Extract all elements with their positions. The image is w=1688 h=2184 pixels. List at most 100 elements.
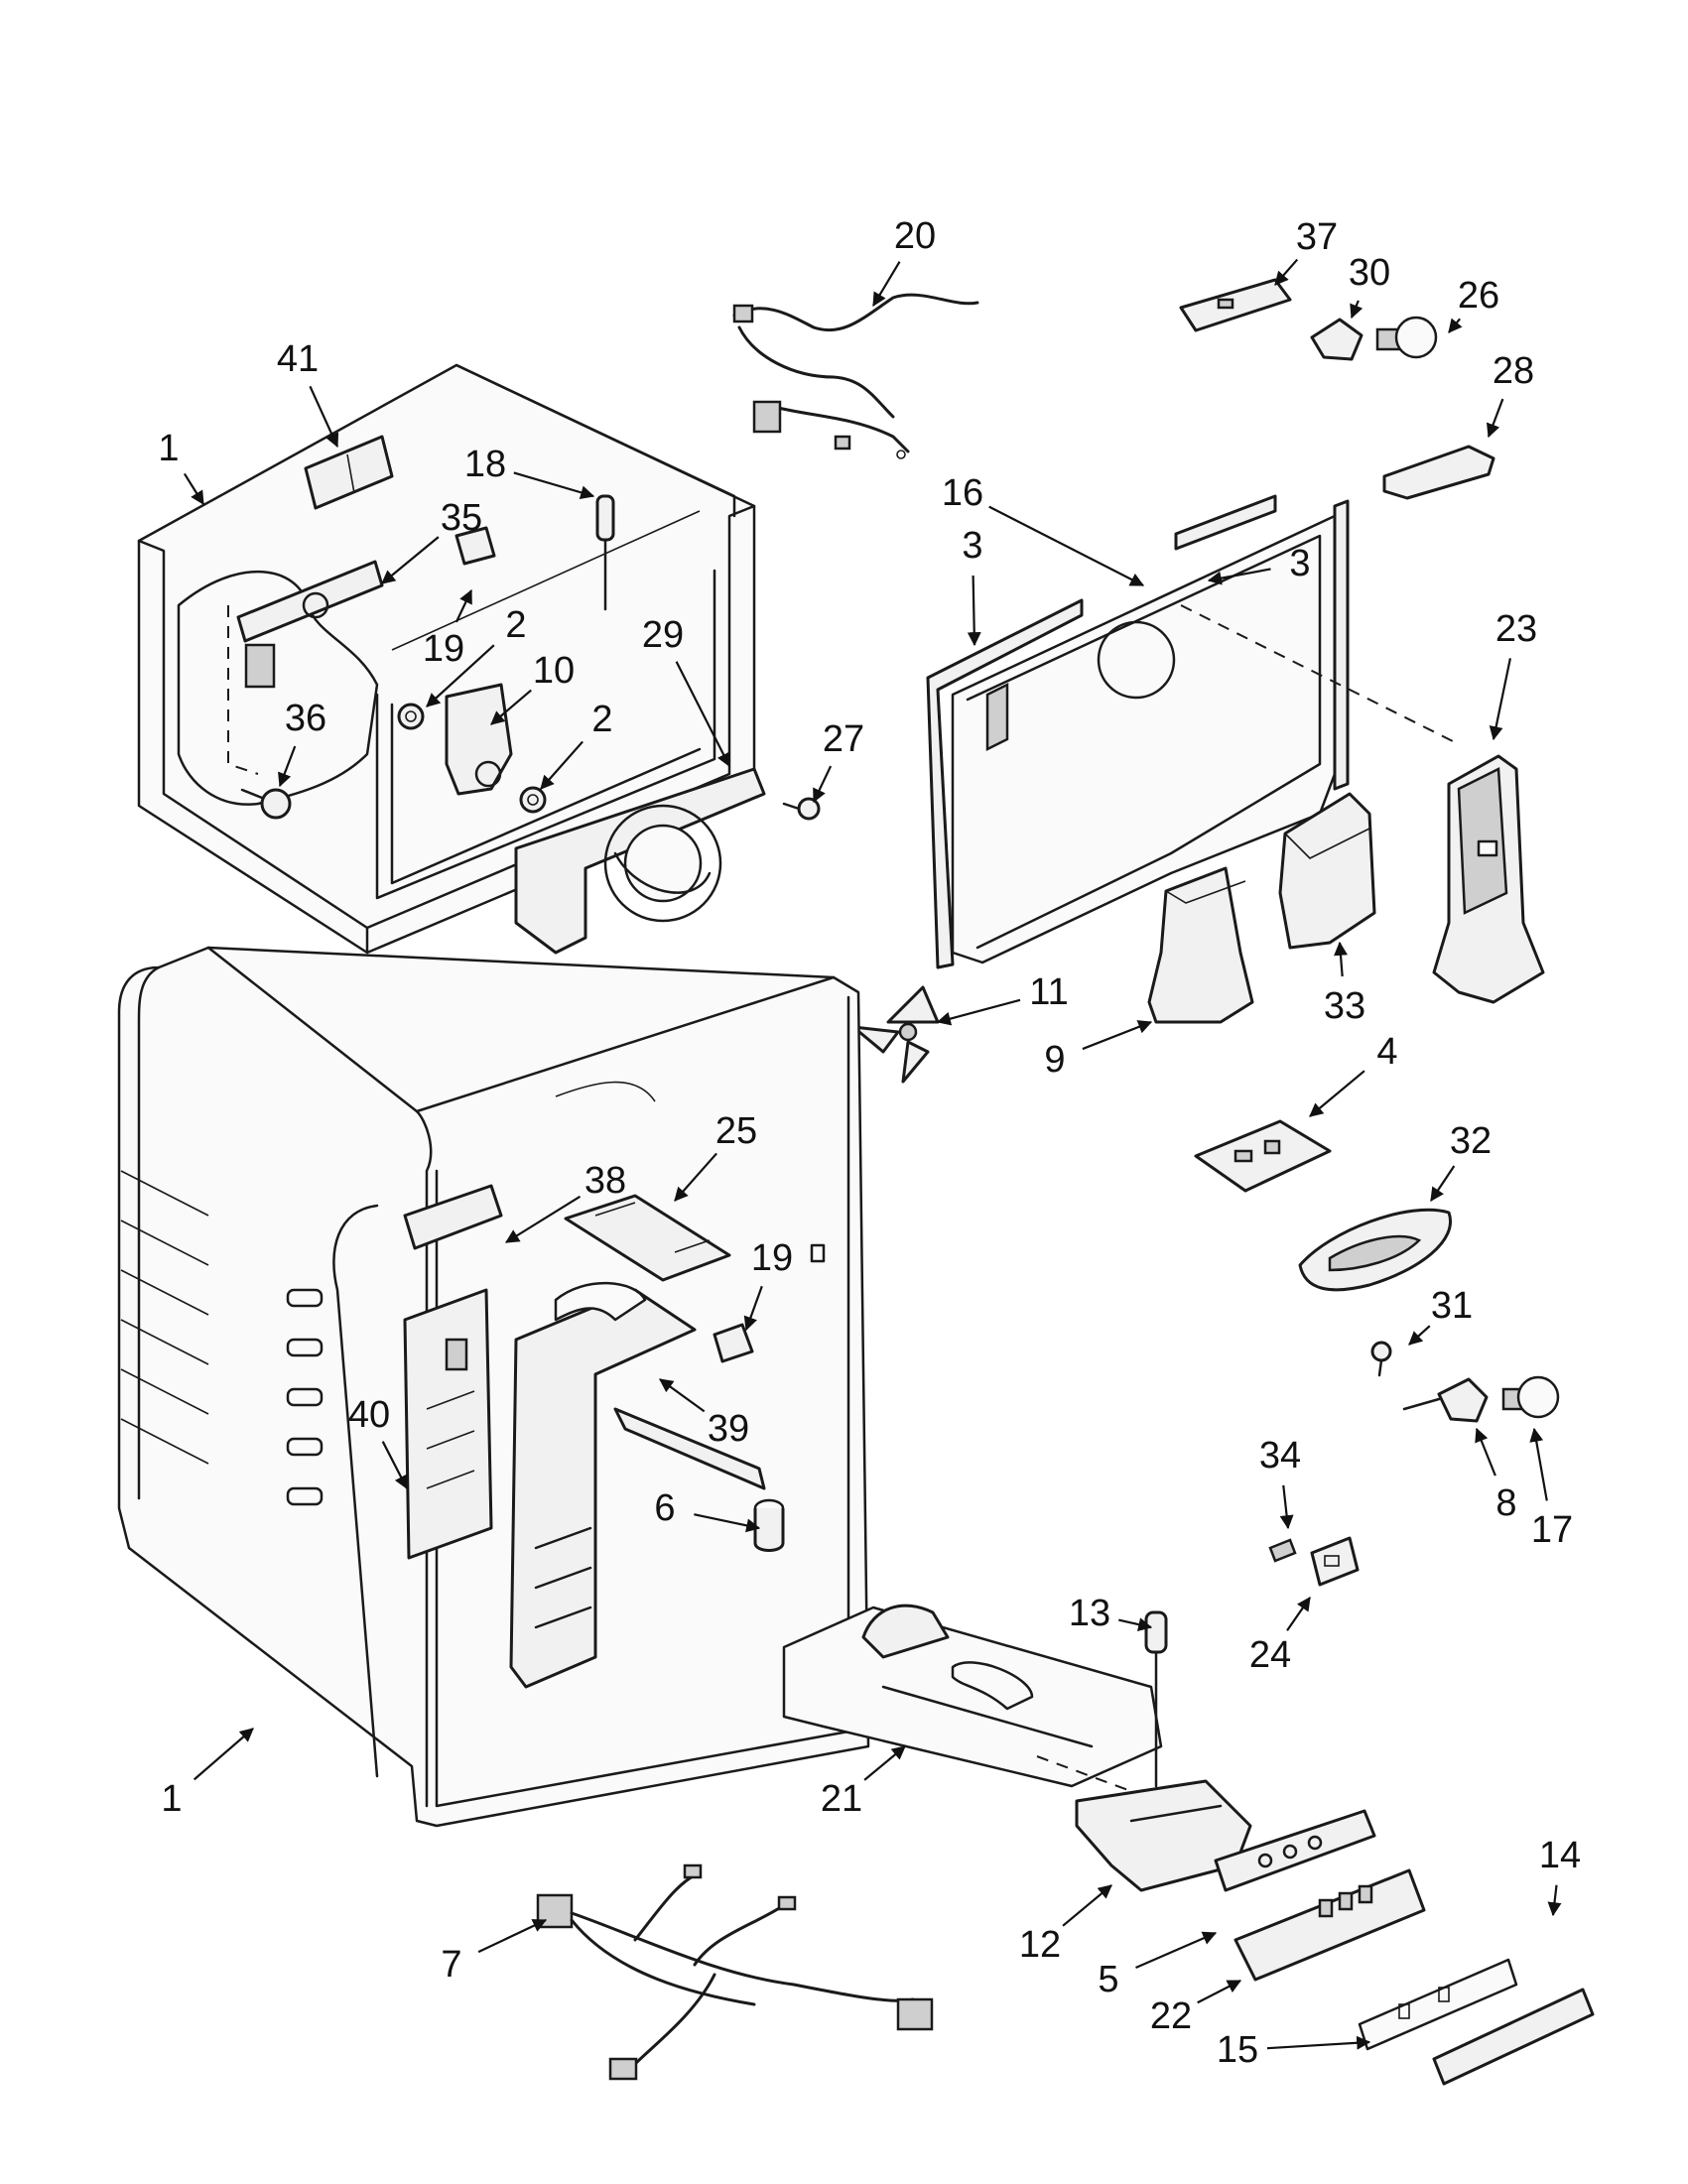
- part-number-c34: 34: [1259, 1435, 1301, 1477]
- part-number-c27: 27: [823, 718, 864, 760]
- part-number-c2a: 2: [505, 604, 526, 646]
- part-number-c7: 7: [441, 1944, 461, 1986]
- filter-part-6: [753, 1498, 785, 1552]
- label-part-24: [1310, 1536, 1360, 1587]
- gasket-part-3-left: [926, 598, 1084, 969]
- assembly-guide-shelf: [1036, 1755, 1172, 1807]
- control-housing-part-12: [1075, 1779, 1252, 1892]
- part-number-c33: 33: [1324, 985, 1365, 1027]
- part-number-c37: 37: [1296, 216, 1338, 258]
- callout-c3a: 3: [962, 525, 983, 647]
- part-number-c23: 23: [1495, 608, 1537, 650]
- leader-line-c19a: [454, 588, 472, 623]
- part-number-c36: 36: [285, 698, 326, 739]
- leader-line-c16: [988, 505, 1145, 586]
- leader-line-c10: [490, 689, 532, 725]
- light-housing-part-35: [236, 560, 384, 689]
- callout-c12: 12: [1019, 1884, 1112, 1966]
- part-number-c19a: 19: [423, 628, 464, 670]
- leader-line-c1a: [183, 472, 204, 505]
- leader-line-c21: [863, 1745, 906, 1781]
- leader-line-c36: [278, 745, 297, 788]
- leader-line-c37: [1274, 258, 1299, 286]
- connector-part-34: [1268, 1538, 1297, 1563]
- leader-line-c19b: [743, 1285, 763, 1332]
- leader-line-c35: [381, 536, 440, 584]
- leader-line-c15: [1266, 2035, 1371, 2050]
- callout-c25: 25: [674, 1110, 757, 1202]
- bracket-part-37: [1179, 278, 1292, 332]
- callout-c20: 20: [872, 215, 936, 308]
- leader-line-c32: [1430, 1165, 1456, 1202]
- part-number-c1a: 1: [158, 428, 179, 469]
- leader-line-c8: [1475, 1427, 1496, 1477]
- leader-line-c17: [1529, 1427, 1548, 1501]
- light-bulb-part-17: [1501, 1375, 1560, 1419]
- callout-c10: 10: [490, 650, 575, 725]
- callout-c4: 4: [1309, 1031, 1398, 1117]
- leader-line-c31: [1408, 1325, 1431, 1346]
- part-number-c25: 25: [715, 1110, 757, 1152]
- leader-line-c11: [936, 998, 1021, 1026]
- screw-part-31: [1370, 1341, 1392, 1377]
- leader-line-c22: [1197, 1980, 1242, 2004]
- part-number-c24: 24: [1249, 1634, 1291, 1676]
- plug-part-36: [240, 788, 292, 820]
- part-number-c10: 10: [533, 650, 575, 692]
- callout-c14: 14: [1539, 1835, 1581, 1917]
- leader-line-c23: [1489, 658, 1511, 741]
- part-number-c38: 38: [584, 1160, 626, 1202]
- part-number-c26: 26: [1458, 275, 1499, 317]
- air-channel-part-40: [403, 1288, 493, 1560]
- part-number-c16: 16: [942, 472, 983, 514]
- part-number-c1b: 1: [161, 1778, 182, 1820]
- part-number-c20: 20: [894, 215, 936, 257]
- part-number-c40: 40: [348, 1394, 390, 1436]
- control-board-part-4: [1194, 1119, 1332, 1193]
- leader-line-c40: [381, 1441, 408, 1490]
- air-duct-part-9: [1147, 866, 1254, 1024]
- leader-line-c1b: [193, 1728, 254, 1781]
- part-number-c5: 5: [1098, 1959, 1118, 2000]
- callout-c6: 6: [654, 1487, 761, 1533]
- cover-part-38: [403, 1184, 503, 1250]
- callout-c13: 13: [1069, 1593, 1153, 1634]
- callout-c9: 9: [1044, 1020, 1153, 1081]
- wire-harness-part-7: [536, 1863, 934, 2081]
- callout-c5: 5: [1098, 1931, 1218, 2000]
- callout-c24: 24: [1249, 1597, 1311, 1676]
- leader-line-c6: [694, 1513, 761, 1533]
- part-number-c14: 14: [1539, 1835, 1581, 1876]
- callout-c18: 18: [464, 444, 595, 500]
- leader-line-c2a: [426, 644, 495, 707]
- part-number-c35: 35: [441, 497, 482, 539]
- part-number-c28: 28: [1493, 350, 1534, 392]
- leader-line-c28: [1486, 398, 1504, 439]
- part-number-c39: 39: [708, 1408, 749, 1450]
- callout-c2a: 2: [426, 604, 527, 707]
- leader-line-c25: [674, 1152, 717, 1202]
- gasket-part-3-top: [1174, 494, 1277, 551]
- light-socket-part-8: [1402, 1377, 1489, 1423]
- fan-bracket-part-29: [514, 767, 766, 955]
- part-number-c22: 22: [1150, 1995, 1192, 2037]
- callout-c15: 15: [1217, 2029, 1371, 2071]
- callout-c27: 27: [813, 718, 864, 804]
- evaporator-cover-part-41: [304, 435, 394, 510]
- control-board-part-5: [1214, 1809, 1376, 1892]
- callout-c19a: 19: [423, 588, 472, 670]
- assembly-guide-divider: [1180, 604, 1460, 745]
- callout-c35: 35: [381, 497, 482, 584]
- callout-c39: 39: [659, 1378, 749, 1450]
- part-number-c3a: 3: [962, 525, 982, 567]
- leader-line-c26: [1448, 318, 1463, 333]
- leader-line-c14: [1547, 1884, 1562, 1917]
- callout-c34: 34: [1259, 1435, 1301, 1530]
- wire-harness-part-20: [732, 293, 979, 459]
- callout-c21: 21: [821, 1745, 906, 1820]
- part-number-c19b: 19: [751, 1237, 793, 1279]
- crisper-cover-part-25: [564, 1194, 731, 1282]
- part-number-c29: 29: [642, 614, 684, 656]
- leader-line-c39: [659, 1378, 706, 1413]
